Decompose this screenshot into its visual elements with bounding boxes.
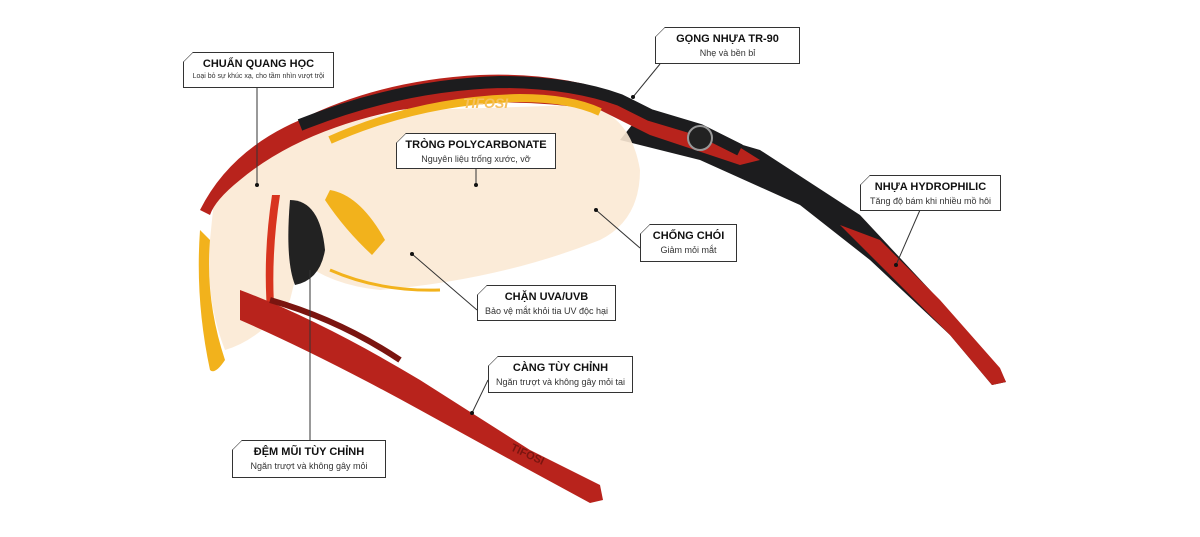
temple-emblem bbox=[687, 125, 713, 151]
callout-subtitle: Bảo vệ mắt khỏi tia UV độc hại bbox=[484, 306, 609, 316]
callout-temple: CÀNG TÙY CHỈNH Ngăn trượt và không gây m… bbox=[488, 356, 633, 393]
right-temple-grip bbox=[840, 225, 1006, 385]
leader-points bbox=[255, 95, 898, 415]
callout-title: ĐỆM MŨI TÙY CHỈNH bbox=[253, 446, 365, 458]
leader-lines bbox=[256, 63, 921, 440]
callout-title: TRÒNG POLYCARBONATE bbox=[405, 139, 547, 151]
callout-hydrophilic: NHỰA HYDROPHILIC Tăng độ bám khi nhiều m… bbox=[860, 175, 1001, 211]
callout-optical: CHUẨN QUANG HỌC Loại bỏ sự khúc xạ, cho … bbox=[183, 52, 334, 88]
callout-antiglare: CHỐNG CHÓI Giảm mỏi mắt bbox=[640, 224, 737, 262]
brand-logo: TIFOSI bbox=[463, 95, 509, 111]
callout-title: CHUẨN QUANG HỌC bbox=[202, 58, 315, 70]
callout-title: GỌNG NHỰA TR-90 bbox=[676, 33, 779, 45]
callout-title: NHỰA HYDROPHILIC bbox=[874, 181, 987, 193]
callout-subtitle: Tăng độ bám khi nhiều mồ hôi bbox=[869, 196, 992, 206]
callout-title: CHẶN UVA/UVB bbox=[504, 291, 589, 303]
callout-subtitle: Nhẹ và bền bỉ bbox=[699, 48, 756, 58]
callout-uv: CHẶN UVA/UVB Bảo vệ mắt khỏi tia UV độc … bbox=[477, 285, 616, 321]
callout-subtitle: Nguyên liệu trống xước, vỡ bbox=[421, 154, 531, 164]
left-temple bbox=[240, 290, 603, 503]
nose-pad bbox=[288, 200, 325, 285]
callout-lens: TRÒNG POLYCARBONATE Nguyên liệu trống xư… bbox=[396, 133, 556, 169]
lens-edge bbox=[198, 230, 225, 372]
callout-subtitle: Giảm mỏi mắt bbox=[660, 245, 717, 255]
right-temple bbox=[620, 115, 1006, 385]
callout-title: CHỐNG CHÓI bbox=[652, 230, 725, 242]
callout-subtitle: Ngăn trượt và không gây mỏi tai bbox=[496, 377, 625, 387]
callout-subtitle: Ngăn trượt và không gây mỏi bbox=[250, 461, 368, 471]
callout-subtitle: Loại bỏ sự khúc xạ, cho tầm nhìn vượt tr… bbox=[192, 73, 325, 80]
callout-frame: GỌNG NHỰA TR-90 Nhẹ và bền bỉ bbox=[655, 27, 800, 64]
callout-title: CÀNG TÙY CHỈNH bbox=[512, 362, 609, 374]
callout-nose: ĐỆM MŨI TÙY CHỈNH Ngăn trượt và không gâ… bbox=[232, 440, 386, 478]
